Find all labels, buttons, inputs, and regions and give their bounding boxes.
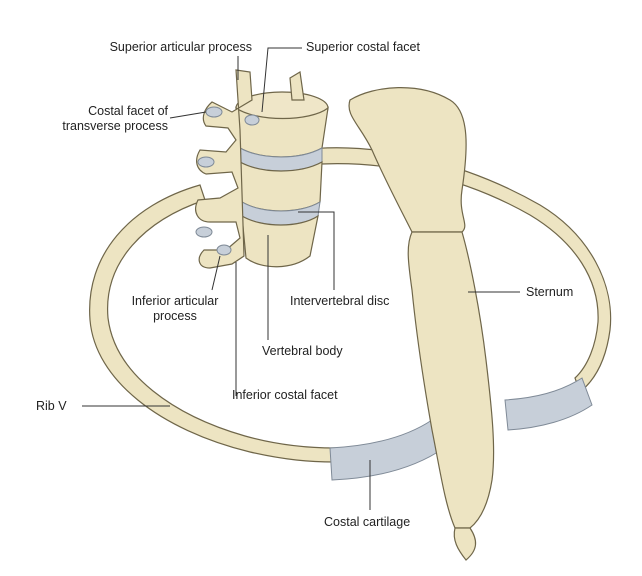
label-inferior-articular-line2: process [153,309,197,323]
inferior-facet [216,244,232,256]
label-sternum: Sternum [526,285,574,299]
label-vertebral-body: Vertebral body [262,344,343,358]
transverse-facet-2 [197,156,215,168]
leader-costal-facet-tp [169,111,207,119]
leader-intervertebral [298,211,335,290]
leader-inferior-articular [211,255,221,291]
label-rib-v: Rib V [36,399,67,413]
bottom-vertebral-body [241,214,319,268]
transverse-facet-3 [195,226,213,238]
label-inferior-articular-line1: Inferior articular [131,294,219,308]
label-costal-facet-transverse-line2: transverse process [62,119,168,133]
leader-lines [82,47,520,510]
label-inferior-costal-facet: Inferior costal facet [232,388,338,402]
cartilage-front [329,419,445,481]
cartilage-right [504,377,593,431]
leader-superior-costal [261,47,302,113]
posterior-processes [195,69,253,269]
label-superior-costal-facet: Superior costal facet [306,40,420,54]
spinous-tip [289,71,305,101]
label-costal-cartilage: Costal cartilage [324,515,411,529]
label-intervertebral-disc: Intervertebral disc [290,294,390,308]
sternal-body [407,231,495,529]
sternum-shape [348,87,495,561]
label-superior-articular-process: Superior articular process [109,40,252,54]
label-costal-facet-transverse-line1: Costal facet of [88,104,168,118]
vertebral-column [195,69,329,269]
rib-v-shape [89,147,612,481]
manubrium [348,87,467,233]
xiphoid [453,527,477,561]
transverse-facet-1 [205,106,223,118]
superior-costal-facet-shape [244,114,260,126]
